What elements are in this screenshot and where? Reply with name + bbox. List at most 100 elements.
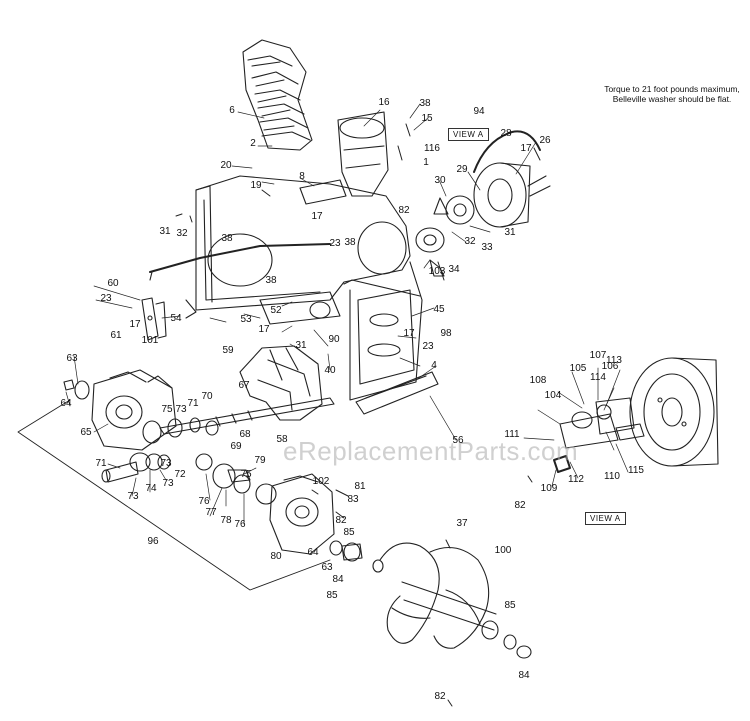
callout-82-mid: 82	[335, 515, 347, 526]
callout-70: 70	[201, 391, 213, 402]
callout-100: 100	[494, 545, 512, 556]
callout-111: 111	[504, 429, 520, 440]
callout-17-low: 17	[258, 324, 270, 335]
callout-34: 34	[448, 264, 460, 275]
callout-102: 102	[312, 476, 330, 487]
callout-75-mid: 75	[240, 469, 252, 480]
shaft	[159, 397, 335, 435]
impeller	[239, 345, 323, 421]
callout-38-left: 38	[221, 233, 233, 244]
callout-4: 4	[431, 360, 437, 371]
callout-82-bottom: 82	[434, 691, 446, 702]
callout-31-mid: 31	[295, 340, 307, 351]
callout-29: 29	[456, 164, 468, 175]
callout-37: 37	[456, 518, 468, 529]
belt	[473, 130, 541, 173]
callout-67: 67	[238, 380, 250, 391]
callout-1: 1	[423, 157, 429, 168]
callout-31-left: 31	[159, 226, 171, 237]
callout-65: 65	[80, 427, 92, 438]
callout-96: 96	[147, 536, 159, 547]
callout-116: 116	[424, 143, 440, 154]
callout-82-right: 82	[514, 500, 526, 511]
callout-17-right: 17	[520, 143, 532, 154]
callout-63-left: 63	[66, 353, 78, 364]
callout-114: 114	[590, 372, 606, 383]
callout-61: 61	[110, 330, 122, 341]
callout-38-low: 38	[265, 275, 277, 286]
pulley-assembly	[415, 162, 551, 277]
callout-101: 101	[141, 335, 159, 346]
callout-82-top: 82	[398, 205, 410, 216]
callout-8: 8	[299, 171, 305, 182]
torque-note-line1: Torque to 21 foot pounds maximum,	[604, 84, 740, 94]
callout-33: 33	[481, 242, 493, 253]
callout-109: 109	[540, 483, 558, 494]
bracket	[299, 179, 347, 205]
callout-73-low: 73	[162, 478, 174, 489]
callout-64-left: 64	[60, 398, 72, 409]
callout-54: 54	[170, 313, 182, 324]
torque-note-line2: Belleville washer should be flat.	[612, 94, 732, 104]
callout-103: 103	[428, 266, 446, 277]
view-a-label-top: VIEW A	[448, 128, 489, 141]
callout-15: 15	[421, 113, 433, 124]
torque-note: Torque to 21 foot pounds maximum, Bellev…	[598, 84, 746, 104]
callout-98: 98	[440, 328, 452, 339]
callout-84-mid: 84	[332, 574, 344, 585]
callout-112: 112	[568, 474, 584, 485]
watermark: eReplacementParts.com	[283, 436, 579, 466]
callout-53: 53	[240, 314, 252, 325]
callout-85-right: 85	[504, 600, 516, 611]
callout-38-mid: 38	[344, 237, 356, 248]
callout-73-top: 73	[175, 404, 187, 415]
handle-bracket	[141, 297, 167, 341]
callout-38-top: 38	[419, 98, 431, 109]
callout-115: 115	[628, 465, 644, 476]
callout-85-mid: 85	[343, 527, 355, 538]
callout-77: 77	[205, 507, 217, 518]
callout-81: 81	[354, 481, 366, 492]
callout-16: 16	[378, 97, 390, 108]
callout-113: 113	[606, 355, 622, 366]
callout-74: 74	[145, 483, 157, 494]
callout-84-right: 84	[518, 670, 530, 681]
callout-90: 90	[328, 334, 340, 345]
callout-76-right: 76	[234, 519, 246, 530]
callout-79: 79	[254, 455, 266, 466]
callout-32-right: 32	[464, 236, 476, 247]
drive-belt	[355, 371, 439, 415]
callout-23-left: 23	[100, 293, 112, 304]
callout-17-mid: 17	[311, 211, 323, 222]
leader-lines	[65, 103, 629, 525]
callout-68: 68	[239, 429, 251, 440]
callout-60: 60	[107, 278, 119, 289]
callout-83: 83	[347, 494, 359, 505]
callout-71-top: 71	[187, 398, 199, 409]
callout-32-left: 32	[176, 228, 188, 239]
auger-housing	[185, 175, 423, 401]
callout-85-low: 85	[326, 590, 338, 601]
callout-80: 80	[270, 551, 282, 562]
callout-17-left: 17	[129, 319, 141, 330]
callout-73-bottom: 73	[127, 491, 139, 502]
callout-94: 94	[473, 106, 485, 117]
callout-108: 108	[529, 375, 547, 386]
view-a-label-bottom: VIEW A	[585, 512, 626, 525]
bearings	[101, 417, 219, 483]
seal-left	[74, 380, 90, 400]
hardware-bolts	[175, 123, 541, 707]
gearbox-parts	[195, 453, 277, 505]
callout-64-right: 64	[307, 547, 319, 558]
callout-23-mid: 23	[329, 238, 341, 249]
bracket-96-leader	[17, 399, 331, 591]
callout-72: 72	[174, 469, 186, 480]
right-gearcase	[269, 473, 335, 555]
callout-78: 78	[220, 515, 232, 526]
large-pulley	[629, 357, 719, 467]
callout-71-low: 71	[95, 458, 107, 469]
callout-56: 56	[452, 435, 464, 446]
callout-31-right: 31	[504, 227, 516, 238]
callout-73-mid: 73	[160, 458, 172, 469]
